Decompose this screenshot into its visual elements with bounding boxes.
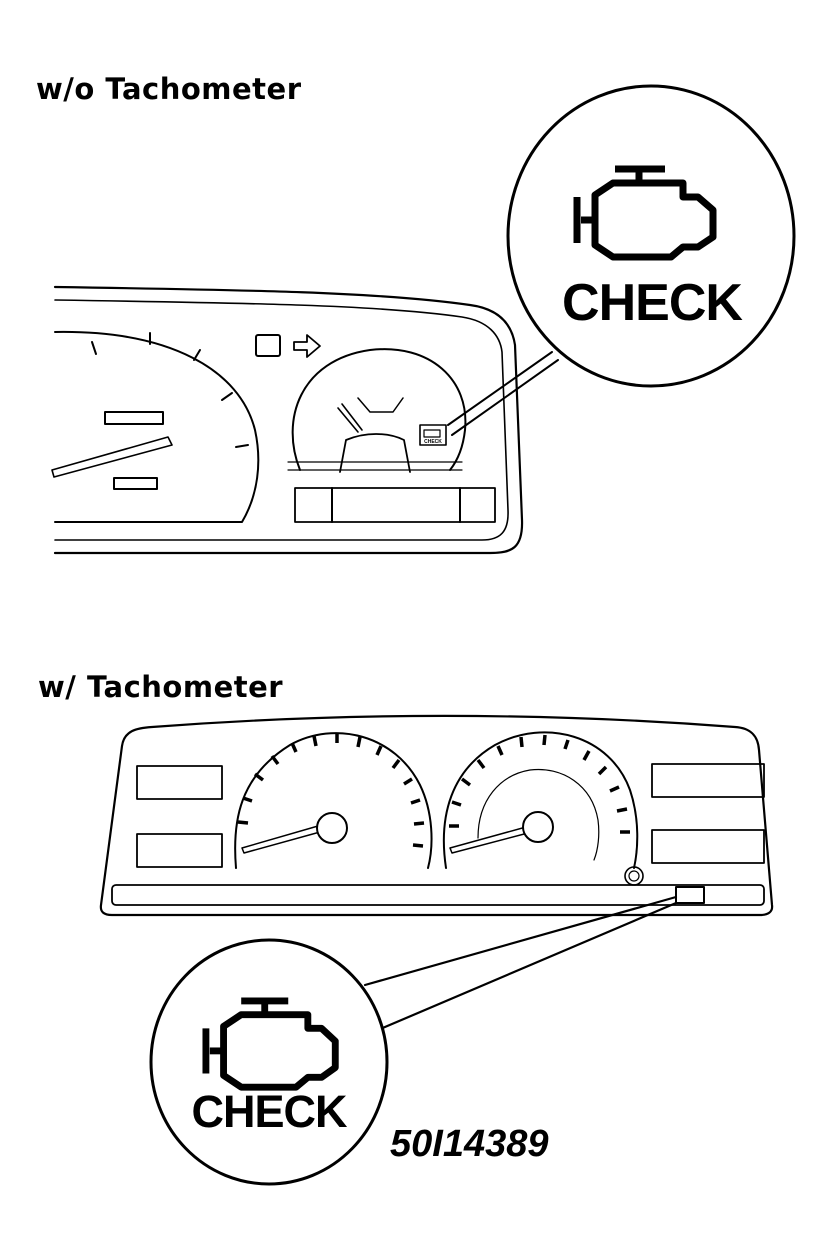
check-engine-lamp-location (675, 886, 705, 904)
small-check-label: CHECK (424, 439, 442, 445)
caption-with-tachometer: w/ Tachometer (38, 670, 284, 704)
speedometer-dial-right (442, 731, 644, 886)
check-engine-icon (202, 997, 339, 1091)
cluster-without-tachometer: CHECK (51, 285, 559, 555)
check-engine-icon (573, 165, 717, 261)
check-label-top: CHECK (562, 274, 743, 332)
figure-id: 50I14389 (390, 1123, 549, 1165)
small-check-engine-lamp (419, 424, 447, 446)
speedometer-needle (51, 436, 173, 478)
callout-check-engine-bottom: CHECK (149, 938, 389, 1186)
cluster-with-tachometer (99, 714, 774, 1032)
caption-without-tachometer: w/o Tachometer (36, 72, 302, 106)
callout-check-engine-top: CHECK (506, 84, 796, 388)
indicator-lamp-box (255, 334, 281, 357)
right-gauge: CHECK (287, 348, 467, 473)
tachometer-dial (234, 732, 433, 869)
turn-signal-arrow-icon (293, 334, 321, 358)
speedometer-dial (51, 330, 260, 523)
check-label-bottom: CHECK (191, 1086, 348, 1137)
